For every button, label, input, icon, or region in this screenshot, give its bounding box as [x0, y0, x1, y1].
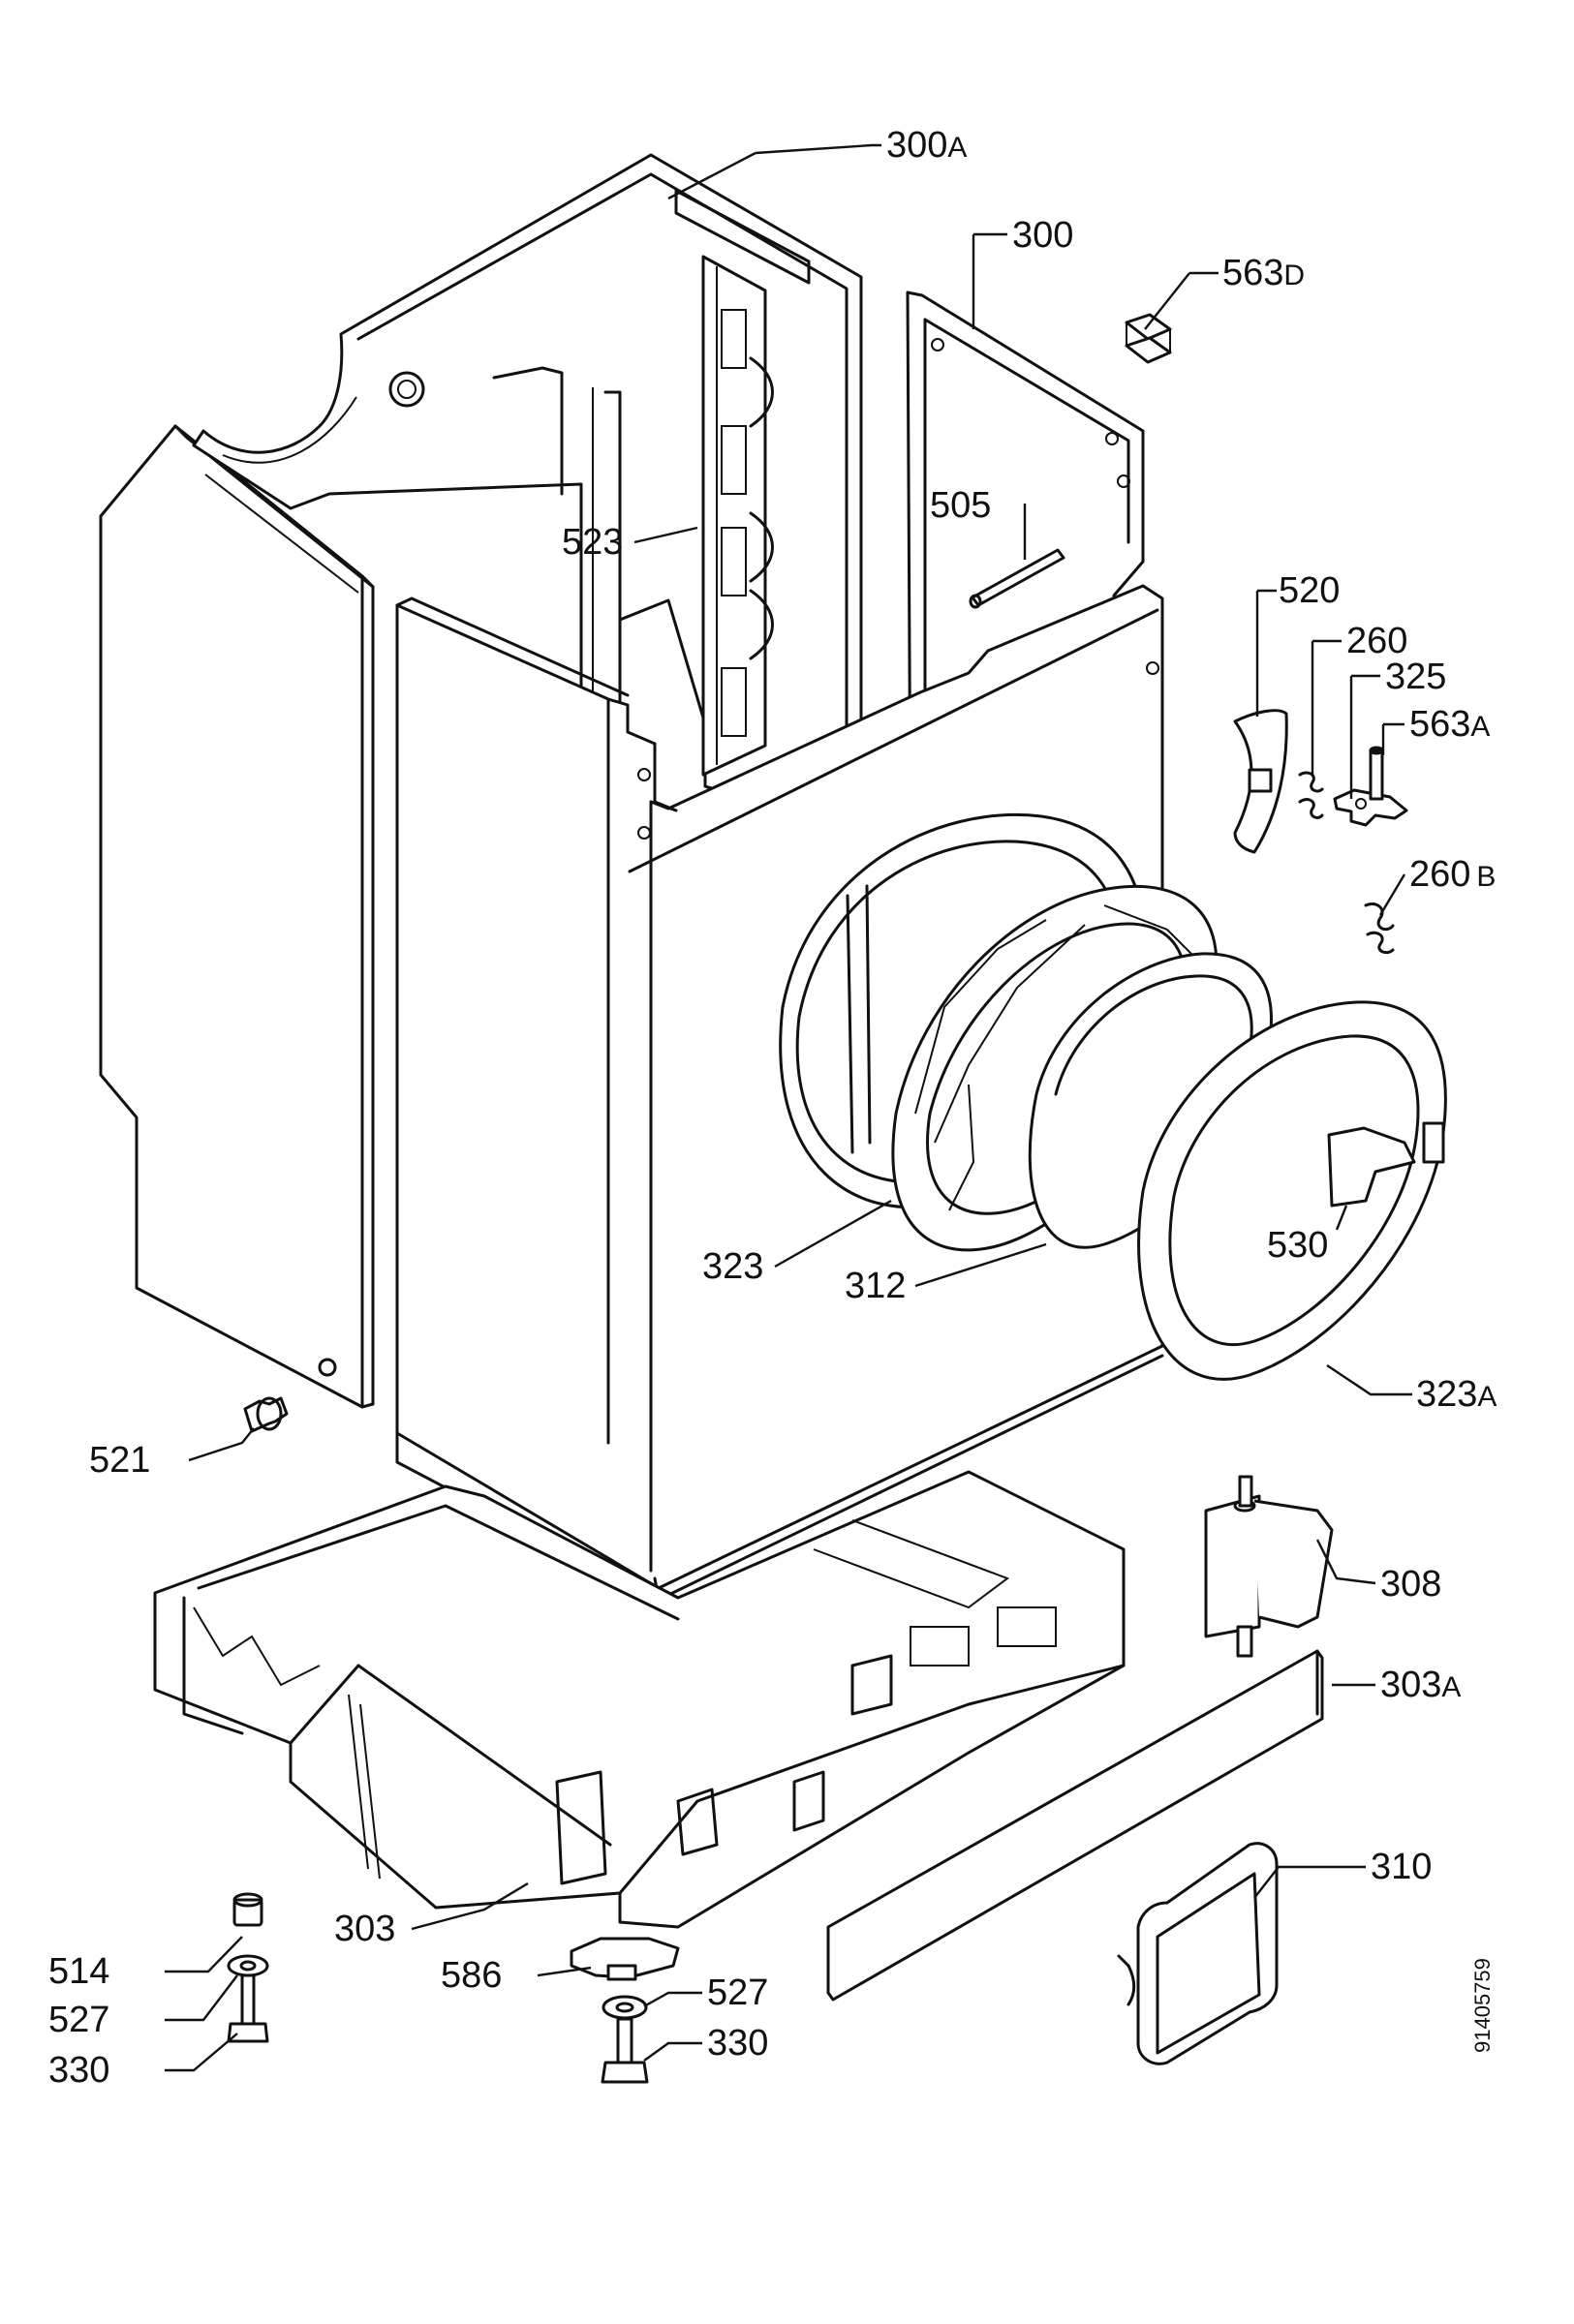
strip-303a [826, 1649, 1324, 2002]
label-514: 514 [48, 1951, 109, 1992]
label-323: 323 [702, 1246, 763, 1287]
handle-520 [1233, 709, 1288, 854]
foot-330-right [601, 2017, 649, 2084]
pin-563a [1369, 746, 1384, 801]
label-520: 520 [1279, 570, 1340, 611]
screw-521 [243, 1396, 289, 1433]
label-527-right: 527 [707, 1972, 768, 2013]
label-563a: 563A [1409, 704, 1490, 745]
foot-586 [570, 1937, 680, 1981]
label-312: 312 [845, 1266, 906, 1306]
foot-330-left [227, 1973, 269, 2043]
washer-527-right [602, 1995, 648, 2020]
label-330-right: 330 [707, 2023, 768, 2064]
flap-310 [1117, 1842, 1279, 2065]
callout-labels: 300A 300 563D 505 523 520 260 325 563A 2… [48, 125, 1497, 2091]
label-527-left: 527 [48, 2000, 109, 2040]
spring-260 [1298, 771, 1324, 819]
bolt-514 [232, 1892, 263, 1927]
label-303: 303 [334, 1909, 395, 1949]
label-523: 523 [562, 522, 623, 563]
label-521: 521 [89, 1440, 150, 1481]
clip-563d [1125, 313, 1172, 364]
label-323a: 323A [1416, 1374, 1497, 1415]
leader-lines [165, 143, 1412, 2072]
rail-523 [701, 255, 774, 777]
label-300: 300 [1012, 215, 1073, 256]
label-530: 530 [1267, 1225, 1328, 1266]
door-frame-323a [1137, 1000, 1447, 1381]
label-260: 260 [1346, 621, 1407, 661]
label-303a: 303A [1380, 1665, 1461, 1705]
left-side-panel [99, 424, 375, 1409]
hinge-308 [1204, 1475, 1334, 1658]
document-number: 91405759 [1470, 1958, 1495, 2053]
spring-260b [1364, 902, 1395, 955]
rod-505 [969, 548, 1065, 609]
label-505: 505 [930, 485, 991, 526]
label-310: 310 [1371, 1847, 1432, 1887]
label-300a: 300A [886, 125, 967, 166]
label-325: 325 [1385, 657, 1446, 697]
base-303 [153, 1470, 1126, 1929]
label-586: 586 [441, 1955, 502, 1996]
label-308: 308 [1380, 1564, 1441, 1605]
label-563d: 563D [1222, 253, 1305, 293]
washer-527-left [227, 1954, 269, 1977]
label-330-left: 330 [48, 2050, 109, 2091]
